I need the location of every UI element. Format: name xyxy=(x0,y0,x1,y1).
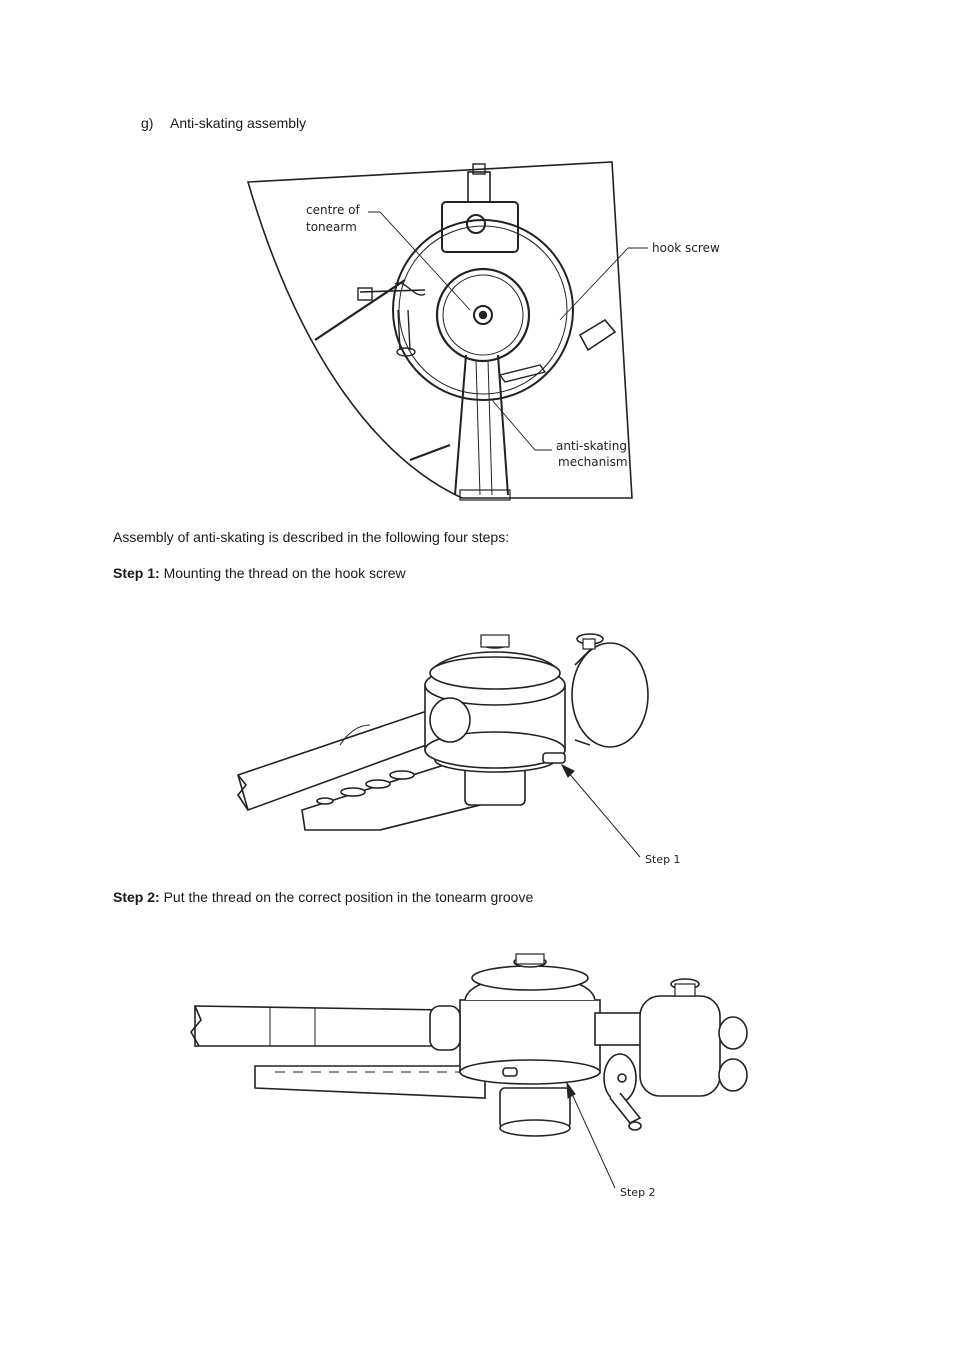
step2-text: Put the thread on the correct position i… xyxy=(159,889,534,905)
label-centre-line2: tonearm xyxy=(306,220,357,234)
label-centre-line1: centre of xyxy=(306,203,361,217)
label-antiskating-line2: mechanism xyxy=(558,455,628,469)
step1-text: Mounting the thread on the hook screw xyxy=(159,565,406,581)
step2-figure: Step 2 xyxy=(190,953,748,1199)
label-hook-screw: hook screw xyxy=(652,241,720,255)
section-marker: g) xyxy=(141,115,154,131)
intro-text: Assembly of anti-skating is described in… xyxy=(113,529,510,545)
step2-caption: Step 2: Put the thread on the correct po… xyxy=(113,888,533,906)
step1-caption: Step 1: Mounting the thread on the hook … xyxy=(113,564,406,582)
step2-label: Step 2: xyxy=(113,889,160,905)
section-title: Anti-skating assembly xyxy=(170,115,307,131)
label-antiskating-line1: anti-skating xyxy=(556,439,627,453)
step2-callout: Step 2 xyxy=(620,1186,656,1199)
step1-figure: Step 1 xyxy=(237,633,681,866)
antiskating-assembly-figure: centre of tonearm hook screw anti-skatin… xyxy=(246,161,720,501)
step1-label: Step 1: xyxy=(113,565,160,581)
step1-callout: Step 1 xyxy=(645,853,681,866)
